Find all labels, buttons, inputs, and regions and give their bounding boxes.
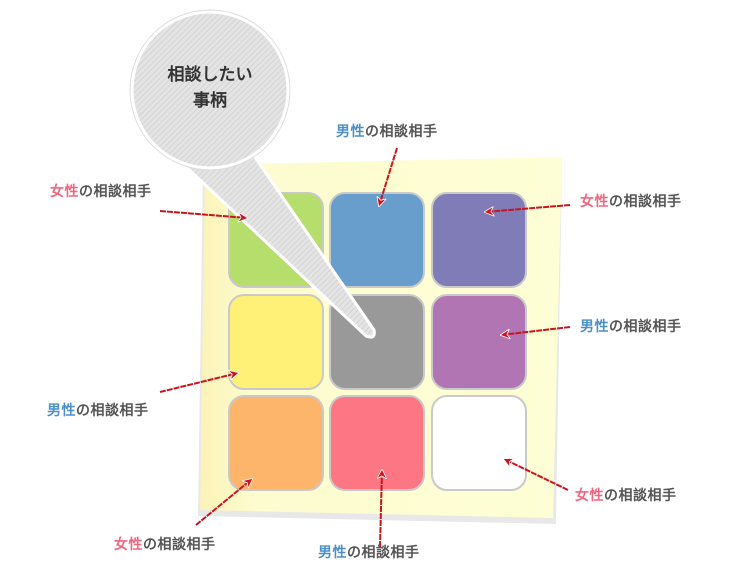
arrow — [159, 210, 247, 218]
speech-bubble — [129, 9, 376, 339]
label-suffix: の相談相手 — [365, 124, 438, 140]
label-suffix: の相談相手 — [347, 545, 420, 561]
arrows — [159, 147, 571, 548]
gender-text: 女性 — [114, 537, 143, 553]
bubble-line-1: 相談したい — [167, 65, 253, 85]
arrow — [159, 373, 238, 393]
gender-text: 女性 — [580, 194, 609, 210]
label-suffix: の相談相手 — [604, 488, 677, 504]
color-tile — [329, 192, 425, 288]
partner-label: 女性の相談相手 — [114, 534, 216, 554]
partner-label: 男性の相談相手 — [580, 316, 682, 336]
partner-label: 女性の相談相手 — [575, 485, 677, 505]
label-suffix: の相談相手 — [609, 194, 682, 210]
gender-text: 男性 — [318, 545, 347, 561]
label-suffix: の相談相手 — [143, 537, 216, 553]
label-suffix: の相談相手 — [79, 184, 152, 200]
label-suffix: の相談相手 — [76, 403, 149, 419]
partner-label: 女性の相談相手 — [50, 181, 152, 201]
gender-text: 女性 — [50, 184, 79, 200]
bubble-line-2: 事柄 — [193, 91, 227, 111]
arrow — [379, 147, 398, 206]
partner-label: 男性の相談相手 — [318, 542, 420, 562]
arrow — [195, 479, 252, 526]
gender-text: 男性 — [336, 124, 365, 140]
arrow — [504, 459, 569, 491]
bubble-text: 相談したい 事柄 — [150, 62, 270, 114]
arrow — [485, 204, 571, 212]
gender-text: 男性 — [47, 403, 76, 419]
color-tile — [431, 192, 527, 288]
color-tile — [228, 294, 324, 390]
arrow — [380, 470, 382, 548]
partner-label: 女性の相談相手 — [580, 191, 682, 211]
label-suffix: の相談相手 — [609, 319, 682, 335]
gender-text: 女性 — [575, 488, 604, 504]
color-tile — [431, 395, 527, 491]
color-tile — [228, 395, 324, 491]
arrow — [501, 326, 571, 335]
gender-text: 男性 — [580, 319, 609, 335]
partner-label: 男性の相談相手 — [336, 121, 438, 141]
partner-label: 男性の相談相手 — [47, 400, 149, 420]
color-tile — [431, 294, 527, 390]
